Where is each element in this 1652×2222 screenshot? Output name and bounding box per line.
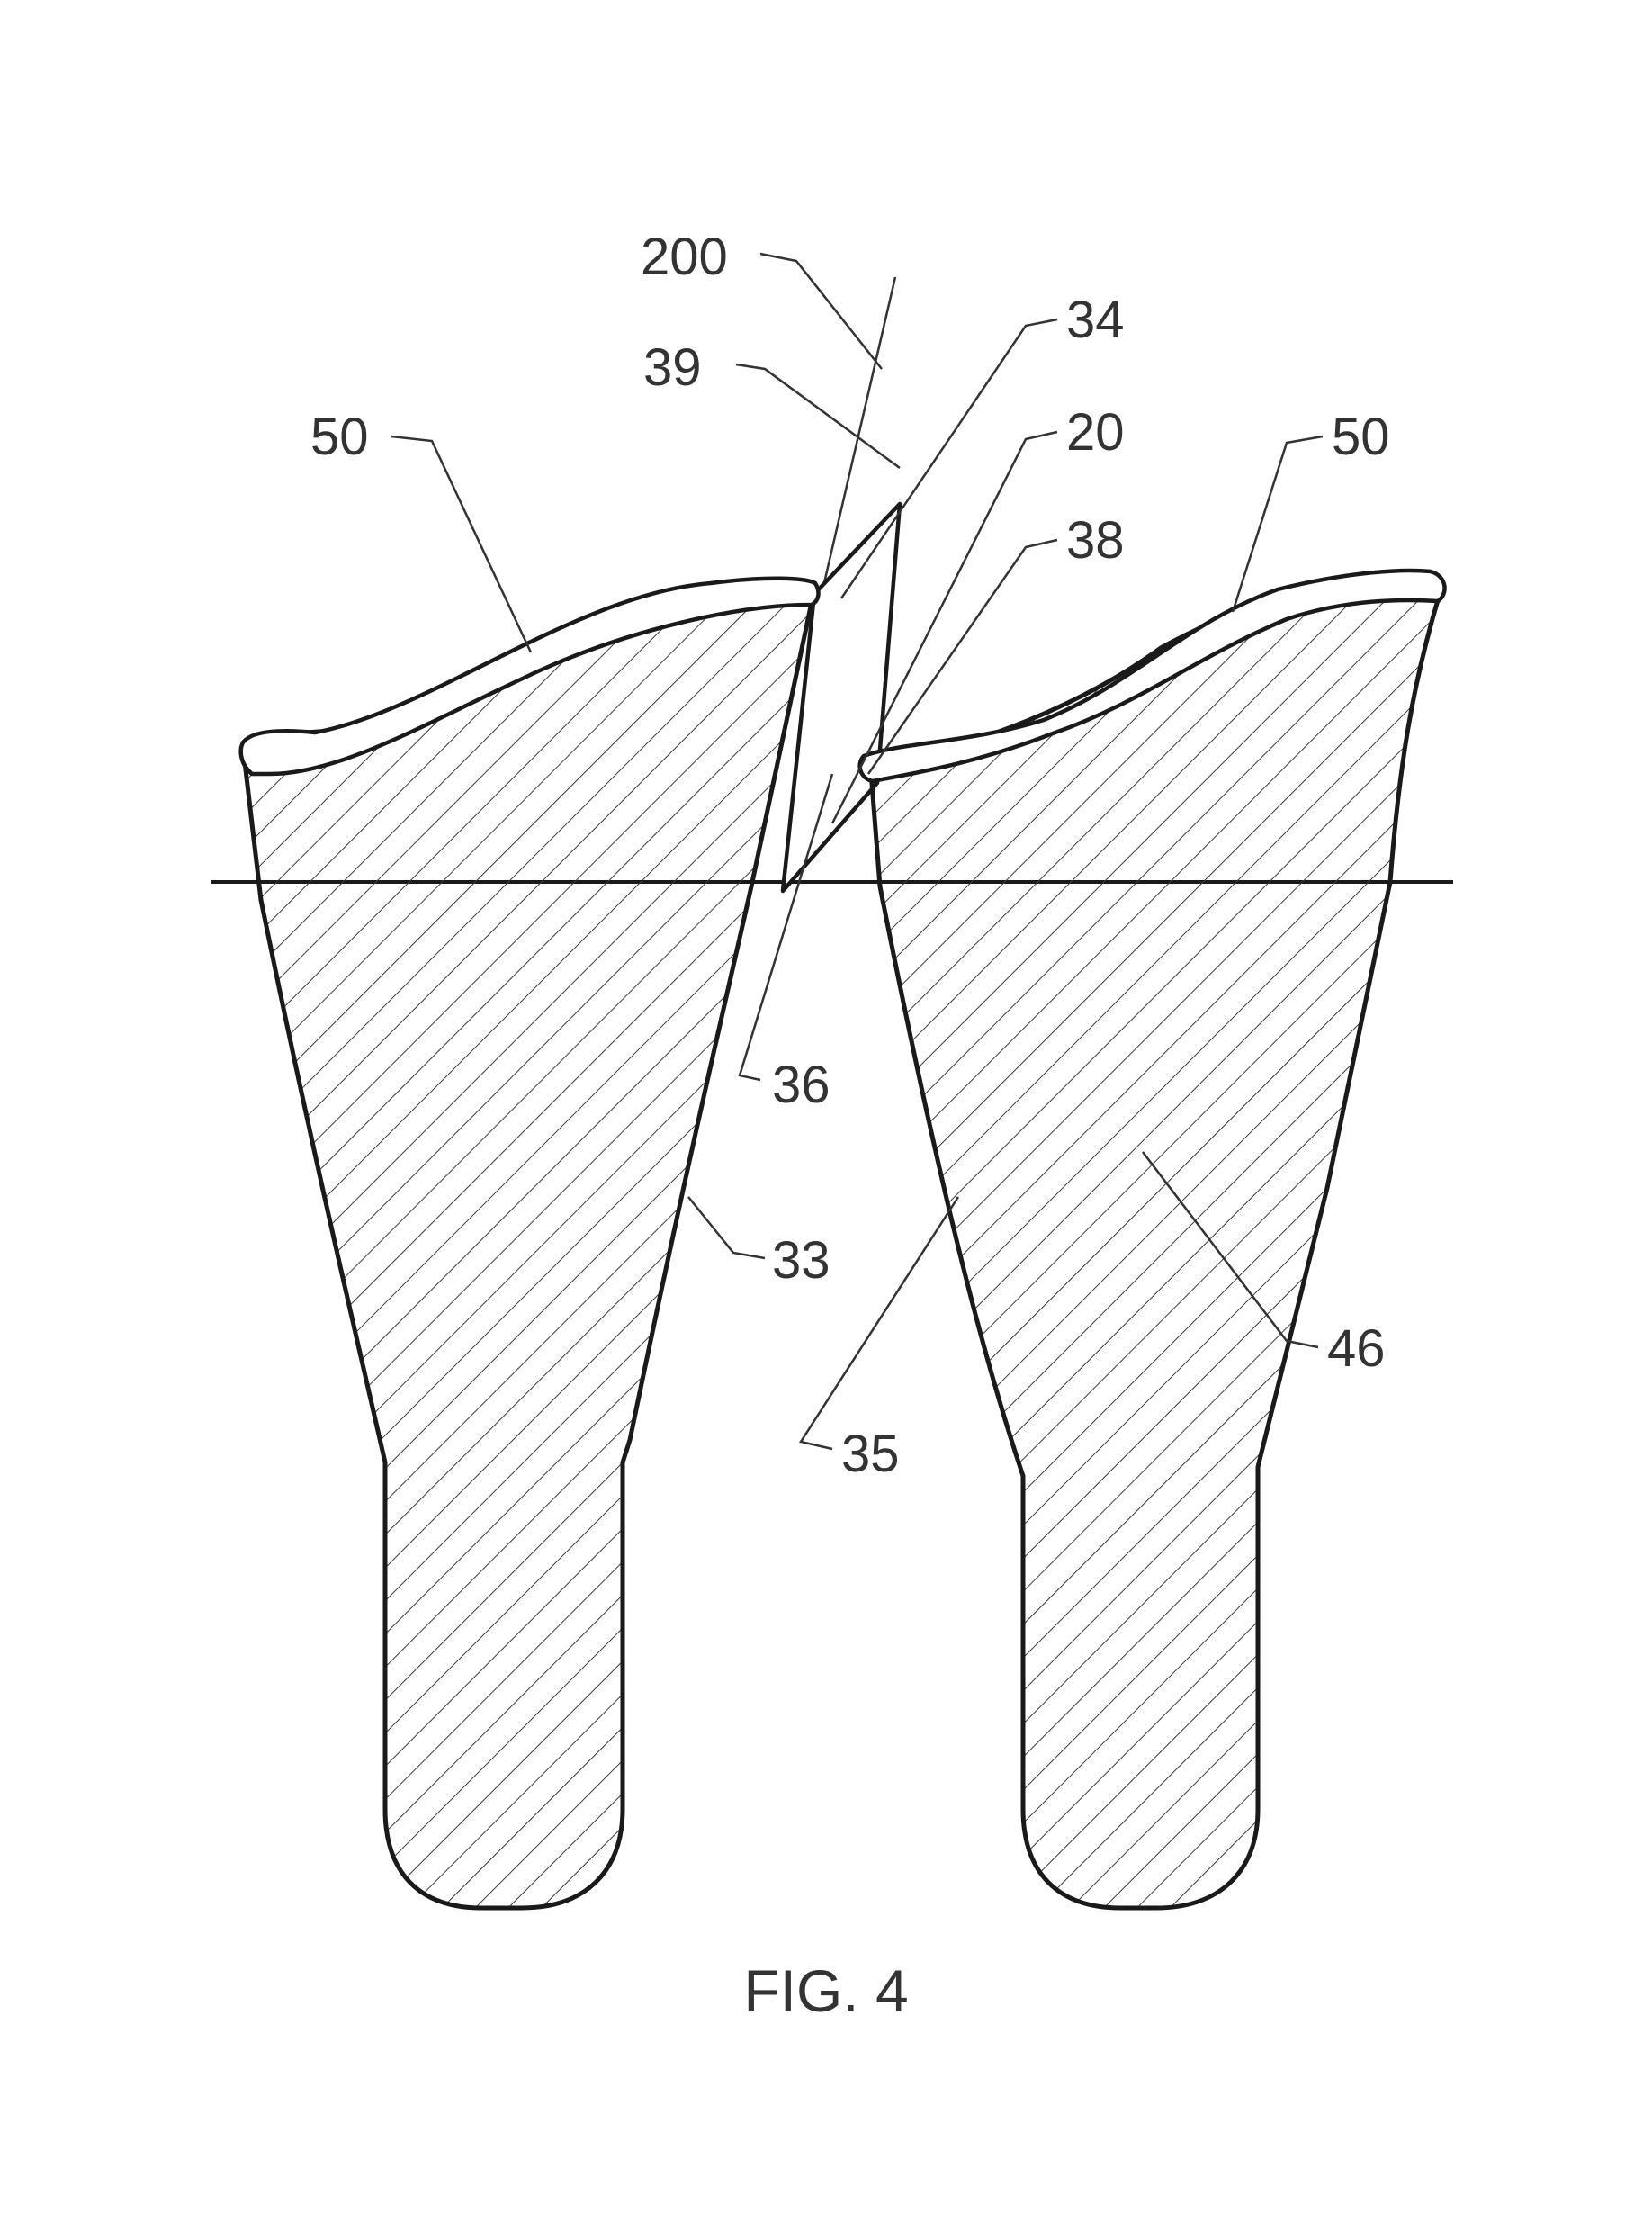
label-35: 35 <box>841 1425 900 1483</box>
left-coating-50 <box>238 576 821 777</box>
label-46: 46 <box>1327 1319 1386 1378</box>
figure-caption: FIG. 4 <box>743 1957 908 2024</box>
label-34: 34 <box>1066 291 1125 349</box>
leader-20 <box>830 430 1058 824</box>
gap-axis-line-200 <box>813 276 897 626</box>
leader-33 <box>687 1196 766 1260</box>
leader-36 <box>738 773 834 1082</box>
leader-39 <box>735 363 901 470</box>
label-200: 200 <box>641 228 728 286</box>
label-20: 20 <box>1066 403 1125 462</box>
leader-46 <box>1142 1151 1319 1349</box>
right-tooth <box>868 576 1442 1911</box>
leader-200 <box>759 252 883 370</box>
label-36: 36 <box>772 1056 830 1114</box>
label-38: 38 <box>1066 511 1125 570</box>
label-50-right: 50 <box>1332 408 1390 466</box>
leader-50-left <box>391 435 533 653</box>
label-50-left: 50 <box>310 408 369 466</box>
leader-50-right <box>1231 435 1324 613</box>
leader-35 <box>798 1196 960 1451</box>
label-33: 33 <box>772 1231 830 1290</box>
label-39: 39 <box>643 338 702 397</box>
leader-34 <box>839 318 1058 599</box>
leader-38 <box>866 538 1058 775</box>
right-coating-50 <box>857 568 1447 784</box>
